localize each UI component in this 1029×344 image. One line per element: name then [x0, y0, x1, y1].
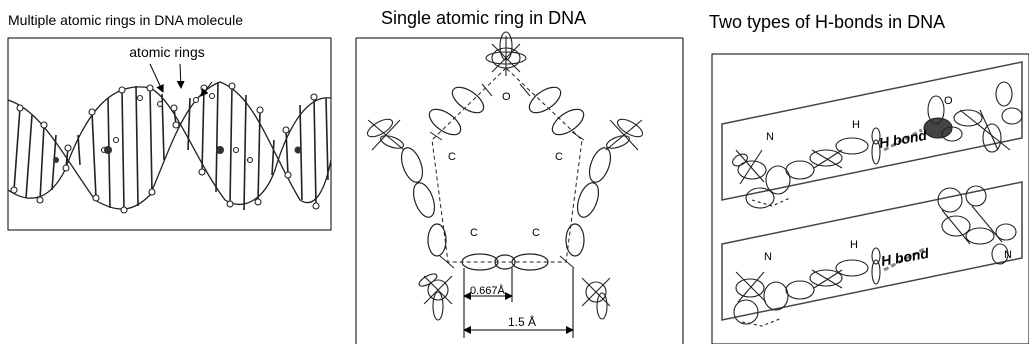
dna-helix-drawing: [7, 81, 332, 214]
carbon-cluster-left: [366, 118, 405, 151]
panel-dna-molecule: atomic rings: [7, 37, 332, 231]
panel-single-ring: O C C C C 0.667Å 1.5 Å: [355, 31, 684, 344]
top-label-h: H: [852, 119, 860, 131]
pentagon-ring: [400, 67, 612, 271]
carbon-cluster-bottom-right: [581, 277, 611, 320]
atomic-rings-label: atomic rings: [129, 44, 204, 60]
atom-label-c-bottom-left: C: [470, 227, 478, 239]
atom-label-c-left: C: [448, 151, 456, 163]
carbon-cluster-bottom-left: [418, 273, 453, 321]
dimension-large-label: 1.5 Å: [508, 314, 536, 329]
panel-title-dna-molecule: Multiple atomic rings in DNA molecule: [8, 12, 243, 28]
atom-label-o: O: [502, 91, 511, 103]
dimension-lines: [463, 268, 574, 338]
ring-orbitals: [400, 86, 612, 271]
top-label-o: O: [944, 95, 953, 107]
atom-label-c-bottom-right: C: [532, 227, 540, 239]
bottom-label-h: H: [850, 239, 858, 251]
bottom-label-n-right: N: [1004, 249, 1012, 261]
oxygen-atom: [485, 31, 527, 76]
atom-label-c-right: C: [555, 151, 563, 163]
top-base-pair-drawing: [732, 81, 1023, 209]
carbon-cluster-right: [605, 118, 644, 151]
bottom-base-pair-drawing: [733, 185, 1017, 327]
dimension-small-label: 0.667Å: [470, 284, 506, 297]
panel-title-single-ring: Single atomic ring in DNA: [381, 8, 587, 28]
atomic-rings-arrows: [149, 63, 213, 97]
top-h-bond-line: [883, 128, 923, 152]
bottom-label-n-left: N: [764, 251, 772, 263]
panel-frame: [7, 37, 332, 231]
ring-atom-labels: O C C C C: [448, 91, 563, 239]
top-base-pair-plane: [721, 61, 1023, 201]
panel-h-bonds: N H H bond O N: [711, 53, 1029, 344]
panel-title-h-bonds: Two types of H-bonds in DNA: [709, 12, 946, 32]
top-label-n: N: [766, 131, 774, 143]
